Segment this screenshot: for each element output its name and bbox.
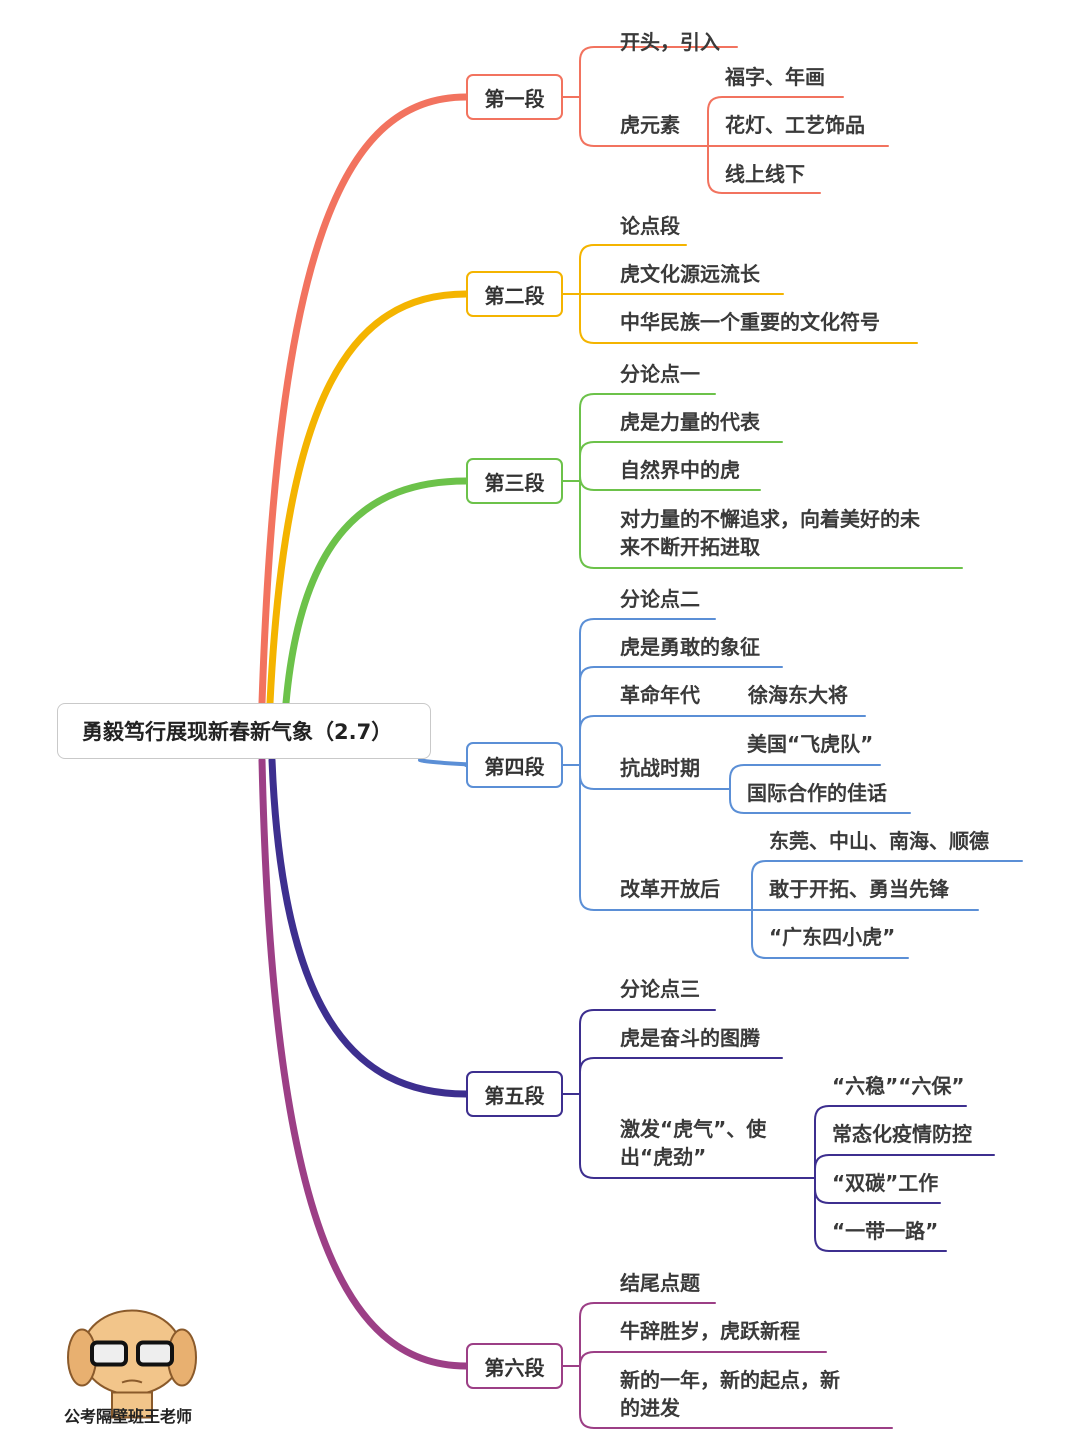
section-5-underline: [579, 1009, 716, 1095]
leaf-node[interactable]: 新的一年，新的起点，新的进发: [620, 1368, 840, 1420]
leaf-node[interactable]: 虎文化源远流长: [620, 262, 760, 286]
sub-bracket-underline: [729, 788, 911, 814]
section-6-underline: [579, 1351, 827, 1367]
leaf-node[interactable]: 中华民族一个重要的文化符号: [620, 310, 880, 334]
leaf-node[interactable]: 虎是勇敢的象征: [620, 635, 760, 659]
sub-bracket-underline: [707, 96, 844, 147]
section-5-underline: [579, 1057, 783, 1095]
branch-6: [258, 756, 470, 1370]
section-node-3[interactable]: 第三段: [466, 458, 563, 504]
branch-1: [258, 93, 470, 707]
section-node-1[interactable]: 第一段: [466, 74, 563, 120]
sub-bracket-underline: [707, 145, 821, 194]
leaf-node[interactable]: 分论点二: [620, 587, 700, 611]
sub-leaf-node[interactable]: “广东四小虎”: [769, 925, 896, 949]
section-node-5[interactable]: 第五段: [466, 1071, 563, 1117]
sub-bracket-underline: [814, 1177, 947, 1252]
section-5-underline: [579, 1093, 816, 1179]
leaf-node[interactable]: 虎元素: [620, 113, 680, 137]
section-node-4[interactable]: 第四段: [466, 742, 563, 788]
section-4-underline: [579, 764, 753, 911]
root-node[interactable]: 勇毅笃行展现新春新气象（2.7）: [57, 703, 431, 759]
leaf-node[interactable]: 抗战时期: [620, 756, 700, 780]
sub-bracket-underline: [814, 1105, 967, 1179]
sub-leaf-node[interactable]: “六稳”“六保”: [832, 1074, 965, 1098]
sub-leaf-node[interactable]: 福字、年画: [725, 65, 825, 89]
section-3-underline: [579, 393, 716, 482]
root-title: 勇毅笃行展现新春新气象（2.7）: [82, 720, 393, 744]
section-6-underline: [579, 1365, 893, 1429]
leaf-node[interactable]: 开头，引入: [620, 30, 720, 54]
sub-bracket-underline: [751, 860, 1023, 911]
branch-3: [282, 477, 470, 707]
sub-leaf-node[interactable]: 美国“飞虎队”: [747, 732, 874, 756]
leaf-node[interactable]: 自然界中的虎: [620, 458, 740, 482]
section-2-underline: [579, 293, 918, 344]
sub-leaf-node[interactable]: 常态化疫情防控: [832, 1122, 972, 1146]
cartoon-dog-logo: [67, 1309, 197, 1419]
sub-leaf-node[interactable]: 东莞、中山、南海、顺德: [769, 829, 989, 853]
leaf-node[interactable]: 牛辞胜岁，虎跃新程: [620, 1319, 800, 1343]
branch-5: [268, 756, 470, 1098]
leaf-node[interactable]: 论点段: [620, 214, 680, 238]
watermark-text: 公考隔壁班王老师: [64, 1407, 193, 1426]
leaf-node[interactable]: 改革开放后: [620, 877, 720, 901]
leaf-node[interactable]: 激发“虎气”、使出“虎劲”: [620, 1117, 767, 1169]
section-4-underline: [579, 666, 783, 766]
section-6-underline: [579, 1302, 716, 1367]
sub-leaf-node[interactable]: “一带一路”: [832, 1219, 939, 1243]
sub-bracket-underline: [814, 1154, 995, 1179]
sub-leaf-node[interactable]: 敢于开拓、勇当先锋: [769, 877, 949, 901]
sub-leaf-node[interactable]: 线上线下: [725, 162, 805, 186]
section-node-6[interactable]: 第六段: [466, 1343, 563, 1389]
section-1-underline: [579, 96, 706, 147]
section-4-underline: [579, 715, 733, 766]
section-3-underline: [579, 475, 761, 491]
section-2-underline: [579, 244, 687, 295]
leaf-node[interactable]: 虎是奋斗的图腾: [620, 1026, 760, 1050]
leaf-node[interactable]: 结尾点题: [620, 1271, 700, 1295]
sub-leaf-node[interactable]: “双碳”工作: [832, 1171, 939, 1195]
section-1-underline: [579, 46, 738, 98]
section-3-underline: [579, 441, 783, 482]
leaf-node[interactable]: 革命年代: [620, 683, 700, 707]
sub-leaf-node[interactable]: 国际合作的佳话: [747, 781, 887, 805]
sub-bracket-underline: [751, 909, 909, 959]
leaf-node[interactable]: 对力量的不懈追求，向着美好的未来不断开拓进取: [620, 507, 920, 559]
leaf-node[interactable]: 虎是力量的代表: [620, 410, 760, 434]
sub-leaf-node[interactable]: 徐海东大将: [748, 683, 848, 707]
branch-2: [266, 290, 470, 707]
sub-leaf-node[interactable]: 花灯、工艺饰品: [725, 113, 865, 137]
section-3-underline: [579, 480, 963, 569]
leaf-node[interactable]: 分论点一: [620, 362, 700, 386]
section-node-2[interactable]: 第二段: [466, 271, 563, 317]
section-4-underline: [579, 618, 716, 766]
leaf-node[interactable]: 分论点三: [620, 977, 700, 1001]
sub-bracket-underline: [729, 764, 881, 790]
